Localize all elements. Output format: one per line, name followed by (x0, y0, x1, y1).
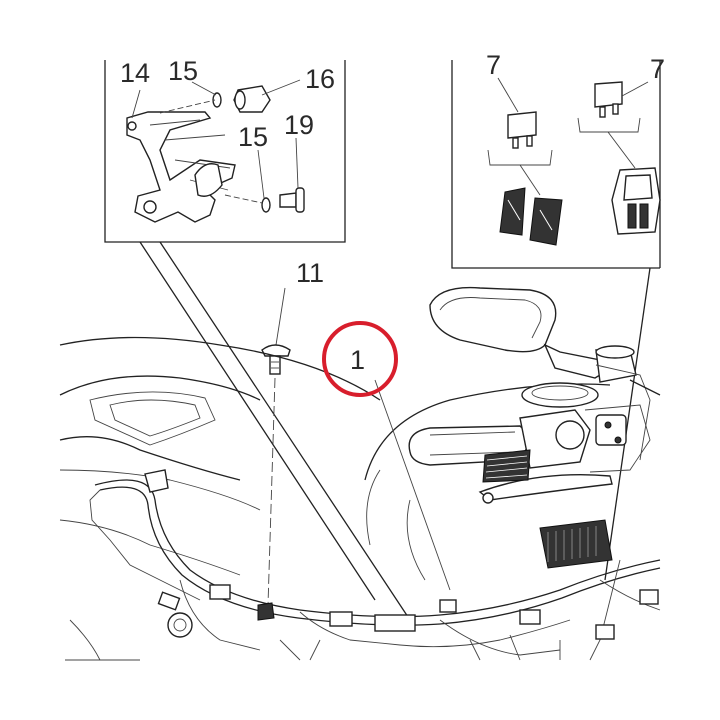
fuse-part-right (594, 81, 623, 118)
callout-7-right: 7 (650, 54, 665, 84)
callout-1-leader (374, 379, 451, 591)
inset-right-fuses: 7 7 (451, 50, 665, 581)
fuse-holder-part (499, 187, 563, 246)
bracket-part (126, 111, 236, 223)
fuse-part-left (507, 111, 537, 149)
mirror-part (429, 286, 606, 379)
callout-19: 19 (284, 110, 314, 140)
wiring-harness-part (65, 469, 661, 661)
callout-16: 16 (305, 64, 335, 94)
callout-7-left: 7 (486, 50, 501, 80)
inset-right-leader (604, 267, 651, 581)
highlight-circle (322, 321, 398, 397)
washer-lower-part (261, 197, 271, 213)
connector-block-part (539, 519, 613, 569)
bolt-part: 11 (261, 258, 324, 606)
inset-left-bracket: 14 15 16 15 19 (104, 56, 411, 621)
inset-left-leader-2 (159, 241, 411, 621)
washer-part (212, 92, 222, 108)
callout-15-top: 15 (168, 56, 198, 86)
callout-1: 1 (350, 345, 365, 375)
inset-left-leader-1 (139, 241, 376, 601)
relay-holder-part (611, 167, 661, 235)
highlighted-callout-1: 1 (322, 321, 398, 397)
motorcycle-front-view (59, 286, 661, 661)
callout-15-lower: 15 (238, 122, 268, 152)
spacer-nut-part (233, 85, 271, 113)
screw-part (279, 187, 305, 213)
inset-right-frame (451, 60, 660, 269)
radiator-part (482, 449, 531, 483)
callout-11: 11 (296, 258, 324, 288)
callout-14: 14 (120, 58, 150, 88)
inset-left-frame (104, 60, 346, 243)
